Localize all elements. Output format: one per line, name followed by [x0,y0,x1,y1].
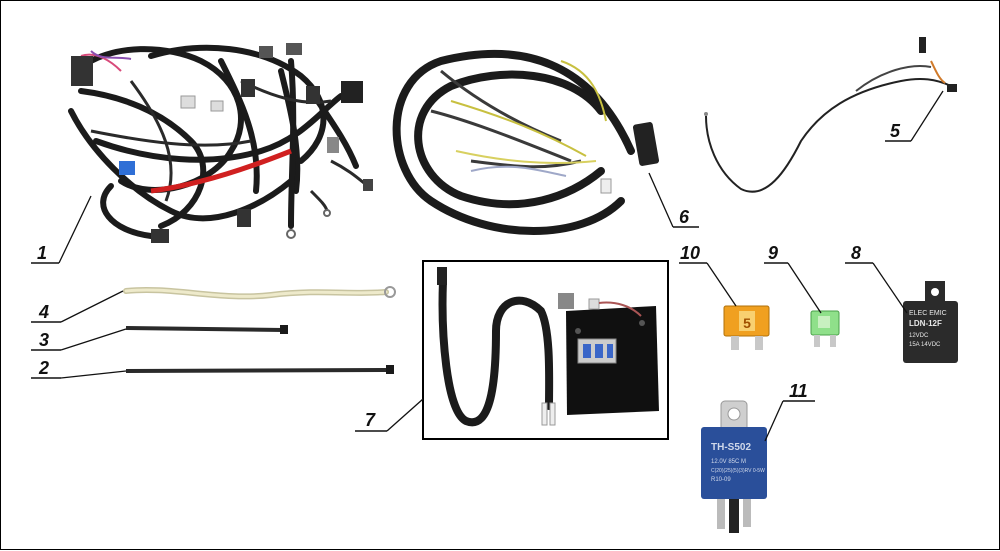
green-fuse [810,310,840,347]
callout-label-11: 11 [789,381,808,401]
large-relay-line1: 12.0V 85C M [711,459,746,465]
thin-wire [704,37,957,193]
large-relay-brand: TH-S502 [711,442,751,453]
callout-label-7: 7 [365,410,376,430]
small-relay-line2: LDN-12F [909,319,942,328]
callout-label-9: 9 [768,243,778,263]
main-wiring-harness [68,43,373,243]
callout-label-4: 4 [38,302,49,322]
callout-2: 2 [31,358,127,379]
small-relay-line3: 12VDC [909,333,929,339]
control-module-box [422,260,669,440]
callout-label-2: 2 [38,358,49,378]
orange-fuse: 5 [723,305,770,350]
callout-1: 1 [31,195,92,264]
small-relay-line4: 15A 14VDC [909,342,941,348]
callout-5: 5 [885,90,944,142]
callout-6: 6 [648,172,699,228]
small-relay: ELEC EMIC LDN-12F 12VDC 15A 14VDC [903,281,958,363]
callout-11: 11 [764,381,815,442]
callout-label-8: 8 [851,243,861,263]
callout-7: 7 [355,398,424,432]
callout-8: 8 [845,243,908,314]
fuse-orange-mark: 5 [743,315,751,331]
large-relay-line2: C(20)(25)(5)(3)RV 0-5W [711,468,765,474]
callout-10: 10 [679,243,737,307]
short-cable-tie [125,325,288,334]
callout-label-10: 10 [680,243,700,263]
callout-4: 4 [31,290,124,323]
ground-cable [123,286,396,300]
large-relay: TH-S502 12.0V 85C M C(20)(25)(5)(3)RV 0-… [701,400,767,533]
callout-label-5: 5 [890,121,901,141]
callout-9: 9 [764,243,822,314]
callout-label-1: 1 [37,243,47,263]
large-relay-line3: R10-09 [711,477,731,483]
callout-label-3: 3 [39,330,49,350]
long-cable-tie [125,365,394,374]
corrugated-harness [392,49,660,235]
small-relay-line1: ELEC EMIC [909,310,947,317]
callout-label-6: 6 [679,207,690,227]
callout-3: 3 [31,328,127,351]
